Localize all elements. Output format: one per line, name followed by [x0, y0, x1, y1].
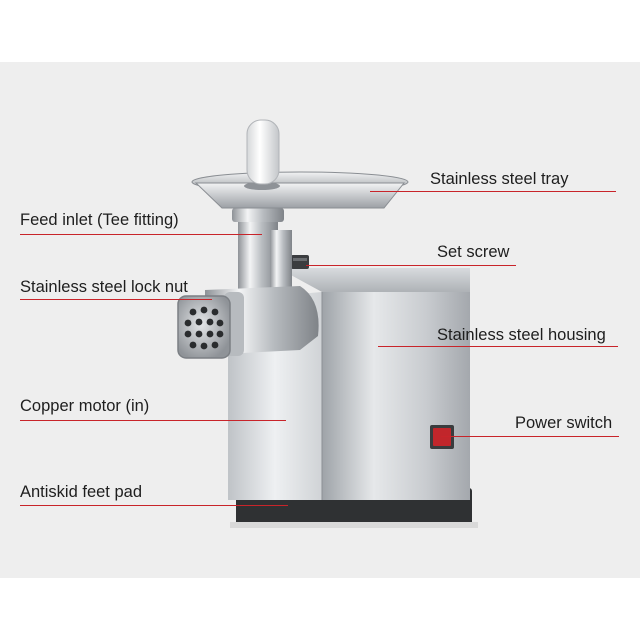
leader-feet	[20, 505, 288, 506]
label-switch: Power switch	[515, 414, 613, 432]
label-tray: Stainless steel tray	[430, 170, 569, 188]
leader-lock-nut	[20, 299, 212, 300]
base-shadow	[230, 522, 478, 528]
label-feet: Antiskid feet pad	[20, 483, 142, 501]
leader-feed-inlet	[20, 234, 262, 235]
leader-switch	[441, 436, 619, 437]
label-feed-inlet: Feed inlet (Tee fitting)	[20, 211, 179, 229]
housing-front	[322, 292, 470, 500]
housing-top	[278, 268, 470, 292]
plate-holes	[184, 306, 224, 350]
tube-collar	[232, 208, 284, 222]
leader-housing	[378, 346, 618, 347]
label-set-screw: Set screw	[437, 243, 510, 261]
food-pusher	[246, 119, 280, 185]
label-housing: Stainless steel housing	[437, 326, 606, 344]
label-motor: Copper motor (in)	[20, 397, 150, 415]
tray-body	[194, 182, 406, 209]
leader-tray	[370, 191, 616, 192]
leader-set-screw	[306, 265, 516, 266]
set-screw	[291, 255, 309, 269]
tube-neck	[270, 230, 292, 290]
label-lock-nut: Stainless steel lock nut	[20, 278, 188, 296]
leader-motor	[20, 420, 286, 421]
power-switch	[433, 428, 451, 446]
